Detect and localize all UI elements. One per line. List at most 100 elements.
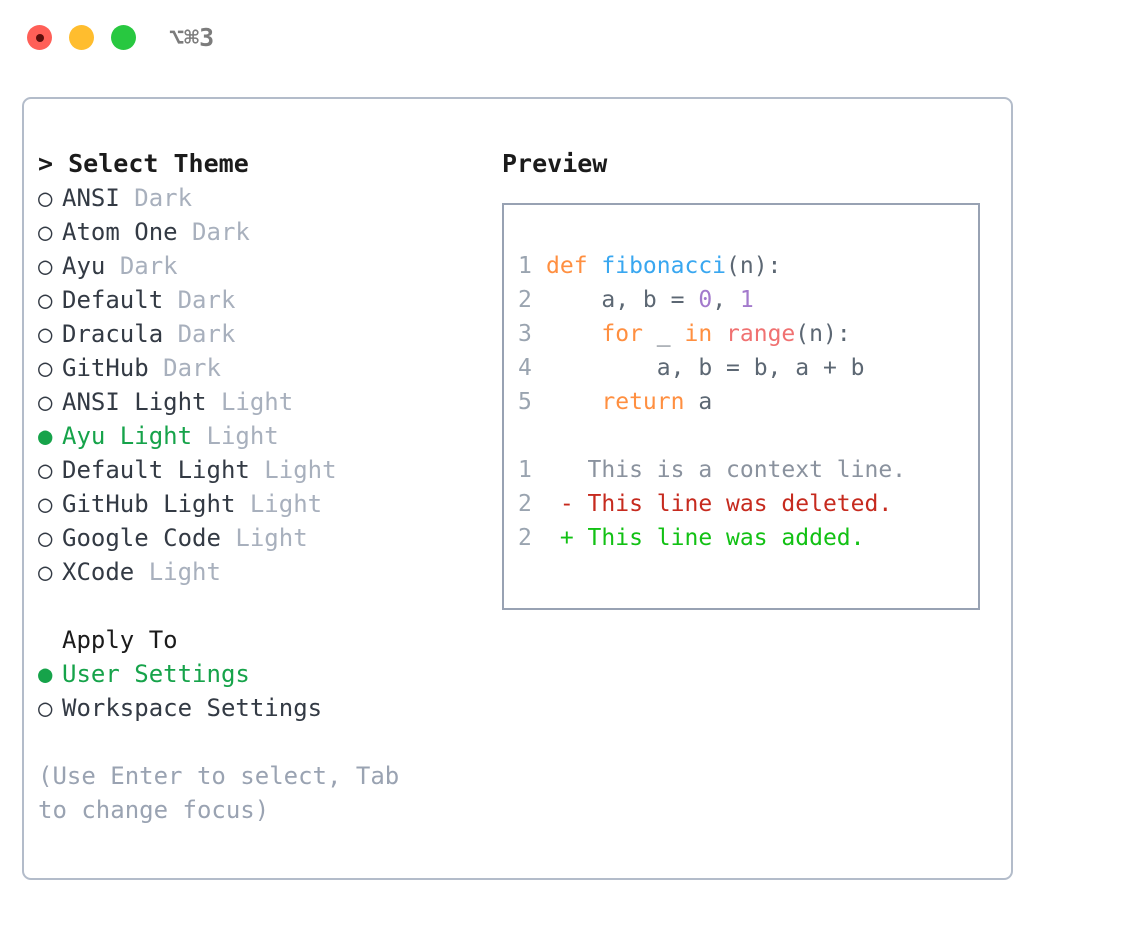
theme-option[interactable]: ○ANSI Light Light [38, 385, 478, 419]
radio-unselected-icon: ○ [38, 694, 53, 722]
radio-unselected-icon: ○ [38, 558, 53, 586]
theme-option-label: Default [62, 286, 164, 314]
theme-option-label: Google Code [62, 524, 221, 552]
theme-option-label: GitHub Light [62, 490, 236, 518]
radio-unselected-icon: ○ [38, 286, 53, 314]
code-token: def [546, 253, 602, 279]
code-line: 3 for _ in range(n): [518, 317, 978, 351]
line-number: 5 [518, 389, 532, 415]
code-token: a, b = [546, 287, 699, 313]
theme-option[interactable]: ○ GitHub Light Light [38, 487, 478, 521]
code-token: 0 [698, 287, 713, 313]
line-number: 3 [518, 321, 532, 347]
theme-option-label: XCode [62, 558, 135, 586]
theme-variant-badge: Dark [192, 218, 250, 246]
theme-variant-badge: Dark [163, 354, 221, 382]
theme-option-label: Ayu Light [62, 422, 193, 450]
theme-option-label: Default Light [62, 456, 250, 484]
theme-option[interactable]: ○Atom One Dark [38, 215, 478, 249]
maximize-button[interactable] [111, 25, 136, 50]
theme-option[interactable]: ○ ANSI Dark [38, 181, 478, 215]
apply-to-option[interactable]: ● User Settings [38, 657, 478, 691]
theme-option-label: ANSI [62, 184, 120, 212]
code-token: (n): [795, 321, 851, 347]
theme-variant-badge: Dark [134, 184, 193, 212]
code-gap [518, 419, 978, 453]
line-number: 2 [518, 525, 532, 551]
theme-variant-badge: Light [206, 422, 279, 450]
spacer [38, 589, 478, 623]
keyboard-hint: (Use Enter to select, Tab to change focu… [38, 762, 400, 824]
theme-option[interactable]: ○ Default Light Light [38, 453, 478, 487]
code-token [546, 321, 601, 347]
diff-line: 2 + This line was added. [518, 521, 978, 555]
code-token: fibonacci [601, 253, 727, 279]
line-number: 2 [518, 287, 532, 313]
theme-option[interactable]: ●Ayu Light Light [38, 419, 478, 453]
theme-option[interactable]: ○ Google Code Light [38, 521, 478, 555]
theme-variant-badge: Light [220, 388, 294, 416]
theme-list: ○ANSI Dark○Atom One Dark○Ayu Dark○Defaul… [38, 181, 478, 589]
theme-option-label: Dracula [62, 320, 164, 348]
theme-variant-badge: Light [148, 558, 221, 586]
theme-picker-column: > Select Theme ○ANSI Dark○Atom One Dark○… [38, 147, 478, 827]
code-token [546, 389, 601, 415]
theme-variant-badge: Light [235, 524, 308, 552]
line-number: 2 [518, 491, 532, 517]
preview-title: Preview [502, 149, 608, 178]
radio-unselected-icon: ○ [38, 354, 53, 382]
code-token: range [726, 321, 796, 347]
theme-variant-badge: Light [249, 490, 323, 518]
code-token: in [684, 321, 713, 347]
radio-unselected-icon: ○ [38, 184, 53, 212]
radio-unselected-icon: ○ [38, 490, 53, 518]
radio-unselected-icon: ○ [38, 524, 53, 552]
theme-option-label: Ayu [62, 252, 106, 280]
page-title: > Select Theme [38, 147, 478, 181]
code-token: a, b = b, a + b [546, 355, 865, 381]
apply-to-heading: Apply To [62, 626, 178, 654]
theme-option[interactable]: ○Default Dark [38, 283, 478, 317]
window-controls [27, 25, 136, 50]
page-title-text: Select Theme [68, 149, 249, 178]
code-token: for [601, 321, 643, 347]
theme-option[interactable]: ○Ayu Dark [38, 249, 478, 283]
code-line: 2 a, b = 0, 1 [518, 283, 978, 317]
apply-to-option-label: User Settings [62, 660, 250, 688]
line-number: 1 [518, 457, 532, 483]
settings-panel: > Select Theme ○ANSI Dark○Atom One Dark○… [22, 97, 1013, 880]
code-token: , [712, 287, 740, 313]
radio-unselected-icon: ○ [38, 320, 53, 348]
code-token: 1 [739, 287, 754, 313]
diff-line-text: This is a context line. [546, 457, 907, 483]
line-number: 4 [518, 355, 532, 381]
theme-option-label: GitHub [62, 354, 149, 382]
title-bar: ⌥⌘3 [0, 0, 1140, 78]
theme-option[interactable]: ○ XCode Light [38, 555, 478, 589]
code-token: return [601, 389, 685, 415]
close-button[interactable] [27, 25, 52, 50]
theme-option[interactable]: ○ Dracula Dark [38, 317, 478, 351]
diff-line: 1 This is a context line. [518, 453, 978, 487]
theme-option[interactable]: ○ GitHub Dark [38, 351, 478, 385]
theme-variant-badge: Dark [119, 252, 178, 280]
theme-variant-badge: Dark [177, 320, 236, 348]
radio-unselected-icon: ○ [38, 456, 53, 484]
theme-option-label: ANSI Light [62, 388, 207, 416]
radio-unselected-icon: ○ [38, 218, 53, 246]
diff-sample: 1 This is a context line. 2 - This line w… [518, 453, 978, 555]
apply-to-option[interactable]: ○Workspace Settings [38, 691, 478, 725]
diff-line-text: + This line was added. [546, 525, 865, 551]
code-token [712, 321, 726, 347]
radio-selected-icon: ● [38, 660, 53, 688]
minimize-button[interactable] [69, 25, 94, 50]
theme-variant-badge: Light [264, 456, 337, 484]
code-line: 5 return a [518, 385, 978, 419]
diff-line-text: - This line was deleted. [546, 491, 893, 517]
code-token: _ [642, 321, 685, 347]
